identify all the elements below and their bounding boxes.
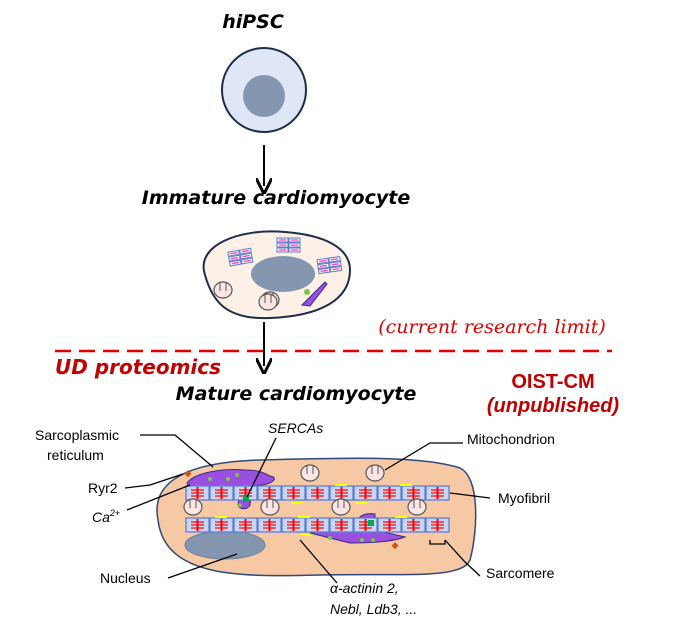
oist-cm-label: OIST-CM [511,371,594,393]
label-sercas: SERCAs [268,420,323,436]
z-disc-protein [355,502,367,504]
label-proteins-2: Nebl, Ldb3, ... [330,601,417,617]
sarcomere [305,517,330,533]
label-ryr2: Ryr2 [88,480,118,496]
myofibril [185,517,450,533]
hipsc-title: hiPSC [222,11,284,33]
sarcomere [257,517,282,533]
calcium-ions [208,473,375,542]
leader-lines [124,434,491,584]
serca-pump [368,520,374,526]
label-sarcoplasmic: Sarcoplasmic [35,427,119,443]
z-disc-protein [298,516,310,518]
ryr2-channel [391,542,399,550]
mitochondrion [407,498,427,516]
immature-myofibril [276,237,301,253]
sarcomere [185,485,210,501]
label-reticulum: reticulum [47,447,104,463]
z-disc-protein [400,484,412,486]
mitochondrion [260,498,280,516]
z-disc-protein [215,516,227,518]
sarcomere [281,485,306,501]
sarcomere [329,517,354,533]
mitochondrion [213,281,233,299]
label-ca: Ca2+ [92,508,120,525]
sarcomere [209,485,234,501]
z-disc-protein [300,534,312,536]
sarcomere [401,517,426,533]
hipsc-cell [221,47,307,133]
z-disc-protein [292,502,304,504]
sarcomere [233,517,258,533]
sarcomere [257,485,282,501]
sarcomere [305,485,330,501]
mitochondrion [183,498,203,516]
sarcomere [401,485,426,501]
mitochondrion [258,293,278,311]
ryr2-channel [184,470,192,478]
nucleus [184,530,266,560]
mitochondrion [331,498,351,516]
label-myofibril: Myofibril [498,490,550,506]
z-disc-protein [335,484,347,486]
label-proteins-1: α-actinin 2, [330,580,399,596]
sarcomere [281,517,306,533]
sarcomere [425,485,450,501]
myofibril [185,485,450,501]
serca-pump [243,496,249,502]
sarcomere [377,517,402,533]
ud-proteomics-label: UD proteomics [55,355,221,379]
immature-cell [202,230,352,320]
unpublished-label: (unpublished) [487,395,620,417]
research-limit-label: (current research limit) [378,316,606,338]
sarcomere [425,517,450,533]
mature-cell [156,457,477,577]
sarcomere [209,517,234,533]
mitochondrion [365,464,385,482]
mitochondrion [300,464,320,482]
sarcomere [329,485,354,501]
immature-title: Immature cardiomyocyte [142,187,411,209]
label-sarcomere: Sarcomere [486,565,555,581]
label-mitochondrion: Mitochondrion [467,431,555,447]
immature-myofibril [316,255,343,275]
sarcomere [353,485,378,501]
sarcomere [185,517,210,533]
mature-title: Mature cardiomyocyte [176,383,417,405]
z-disc-protein [395,516,407,518]
label-nucleus: Nucleus [100,570,151,586]
immature-myofibril [227,247,254,267]
sarcomere [377,485,402,501]
